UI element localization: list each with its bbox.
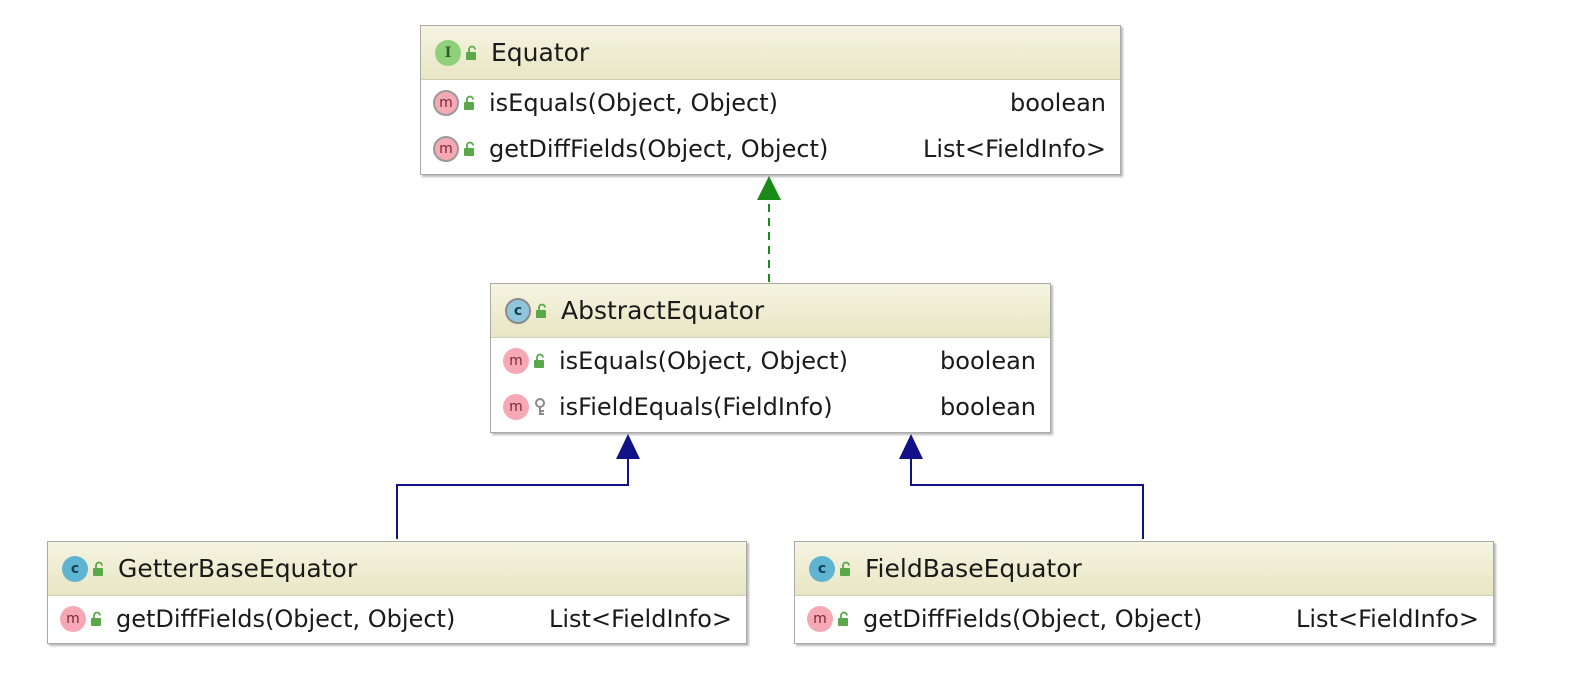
- fieldbaseequator-node[interactable]: c FieldBaseEquator m getDiffFields(Objec…: [794, 541, 1494, 644]
- getterbaseequator-node[interactable]: c GetterBaseEquator m getDiffFields(Obje…: [47, 541, 747, 644]
- method-signature: getDiffFields(Object, Object): [863, 605, 1203, 633]
- class-name: GetterBaseEquator: [118, 554, 358, 583]
- method-signature: isFieldEquals(FieldInfo): [559, 393, 833, 421]
- generalization-arrowhead-right: [899, 434, 923, 459]
- method-row[interactable]: m getDiffFields(Object, Object) List<Fie…: [48, 596, 746, 642]
- return-type: List<FieldInfo>: [923, 135, 1106, 163]
- public-icon: [88, 556, 110, 582]
- method-row[interactable]: m getDiffFields(Object, Object) List<Fie…: [421, 126, 1120, 172]
- method-row[interactable]: m getDiffFields(Object, Object) List<Fie…: [795, 596, 1493, 642]
- method-signature: isEquals(Object, Object): [559, 347, 848, 375]
- generalization-arrowhead-left: [616, 434, 640, 459]
- interface-icon: I: [435, 39, 461, 66]
- abstractequator-node[interactable]: c AbstractEquator m isEquals(Object, Obj…: [490, 283, 1051, 433]
- equator-header: I Equator: [421, 26, 1120, 80]
- private-icon: [529, 394, 551, 420]
- method-icon: m: [807, 606, 833, 632]
- abstract-method-icon: m: [433, 136, 459, 162]
- class-name: AbstractEquator: [561, 296, 765, 325]
- method-icon: m: [60, 606, 86, 632]
- return-type: List<FieldInfo>: [1296, 605, 1479, 633]
- method-row[interactable]: m isFieldEquals(FieldInfo) boolean: [491, 384, 1050, 430]
- class-icon: c: [809, 555, 835, 582]
- fieldbaseequator-header: c FieldBaseEquator: [795, 542, 1493, 596]
- method-row[interactable]: m isEquals(Object, Object) boolean: [491, 338, 1050, 384]
- return-type: boolean: [940, 393, 1036, 421]
- realization-arrowhead: [757, 176, 781, 200]
- class-icon: c: [62, 555, 88, 582]
- getterbaseequator-header: c GetterBaseEquator: [48, 542, 746, 596]
- class-name: FieldBaseEquator: [865, 554, 1082, 583]
- public-icon: [459, 90, 481, 116]
- abstractequator-header: c AbstractEquator: [491, 284, 1050, 338]
- public-icon: [835, 556, 857, 582]
- public-icon: [459, 136, 481, 162]
- public-icon: [531, 298, 553, 324]
- abstract-method-icon: m: [433, 90, 459, 116]
- method-signature: isEquals(Object, Object): [489, 89, 778, 117]
- public-icon: [529, 348, 551, 374]
- public-icon: [833, 606, 855, 632]
- method-icon: m: [503, 394, 529, 420]
- edge-generalization-getterbaseequator-abstractequator: [396, 458, 629, 539]
- return-type: boolean: [1010, 89, 1106, 117]
- method-signature: getDiffFields(Object, Object): [489, 135, 829, 163]
- return-type: List<FieldInfo>: [549, 605, 732, 633]
- edge-generalization-fieldbaseequator-abstractequator: [910, 458, 1144, 539]
- class-name: Equator: [491, 38, 590, 67]
- equator-node[interactable]: I Equator m isEquals(Object, Object) boo…: [420, 25, 1121, 175]
- return-type: boolean: [940, 347, 1036, 375]
- method-signature: getDiffFields(Object, Object): [116, 605, 456, 633]
- method-icon: m: [503, 348, 529, 374]
- public-icon: [86, 606, 108, 632]
- abstract-class-icon: c: [505, 297, 531, 324]
- method-row[interactable]: m isEquals(Object, Object) boolean: [421, 80, 1120, 126]
- public-icon: [461, 40, 483, 66]
